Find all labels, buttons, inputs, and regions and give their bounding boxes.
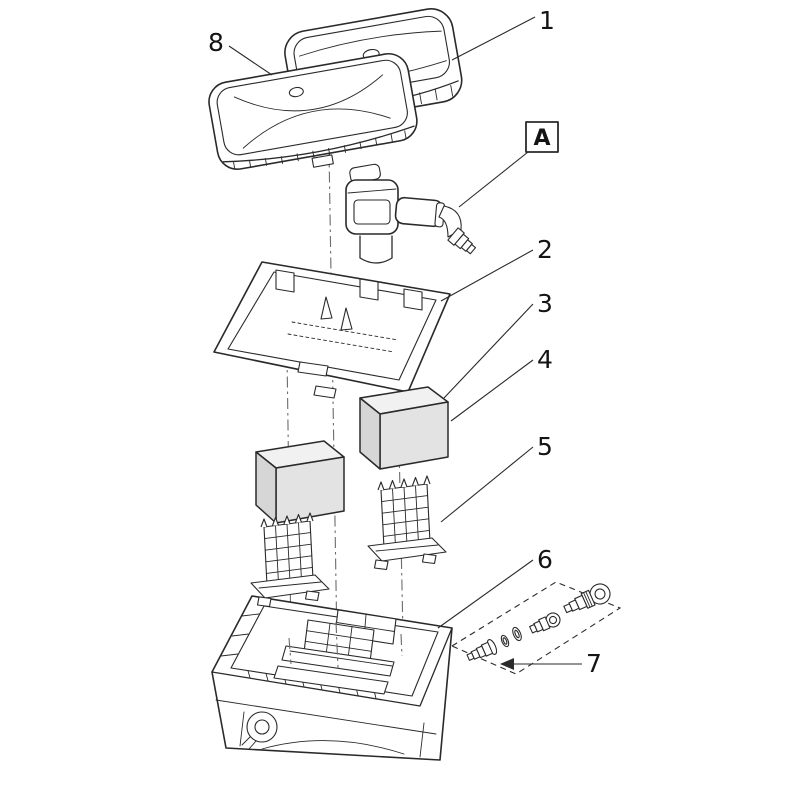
grid-foot	[373, 559, 389, 571]
grid-base-line	[258, 581, 322, 589]
callout-6: 6	[537, 545, 553, 574]
grid-foot	[421, 553, 437, 565]
tray-peg	[340, 307, 353, 331]
lid-vent-slot	[288, 86, 304, 98]
interior-rail	[273, 665, 389, 695]
center-line-middle	[328, 149, 338, 647]
part-lid	[208, 52, 418, 170]
grid-finials	[260, 512, 314, 528]
leader-line-4	[450, 359, 534, 422]
grid-foot	[304, 590, 320, 602]
drain-stub-lines	[241, 736, 257, 750]
center-line-right	[395, 299, 404, 636]
leader-line-2	[440, 249, 534, 302]
uv-elbow	[438, 205, 462, 238]
tray-handle-slot	[297, 361, 329, 377]
grid-bars	[275, 522, 302, 584]
callout-8: 8	[208, 28, 224, 57]
callout-A-box	[525, 121, 559, 153]
tray-post-box	[403, 288, 423, 311]
cover-ridge-line	[298, 30, 442, 57]
foam-front-face	[379, 401, 449, 470]
container-interior	[273, 609, 403, 695]
callout-A: A	[533, 126, 550, 151]
grid-finials	[377, 475, 431, 491]
leader-line-3	[443, 303, 534, 399]
leader-line-6	[437, 559, 534, 629]
part-uv-clarifier	[345, 163, 477, 264]
callout-7: 7	[586, 649, 602, 678]
grid-foot	[256, 596, 272, 608]
hose-tail-fitting	[466, 639, 498, 661]
fitting-set-dashed-box	[450, 581, 622, 675]
tray-floor-lines	[287, 321, 399, 353]
tray-post-box	[359, 278, 379, 301]
fitting-set	[450, 581, 622, 675]
callout-4: 4	[537, 345, 553, 374]
grid-rungs	[264, 532, 313, 574]
hose-fitting-large	[563, 583, 611, 614]
leader-line-8	[228, 45, 273, 76]
uv-head-panel	[353, 199, 391, 225]
filter-grid-left	[250, 512, 330, 608]
container-foot-arch	[261, 740, 405, 755]
grid-base	[250, 574, 330, 599]
callout-1: 1	[539, 6, 555, 35]
leader-line-5	[440, 446, 534, 523]
tray-peg	[320, 296, 333, 320]
filter-grid-right	[367, 475, 447, 571]
tray-front-tab	[313, 385, 337, 399]
uv-mount-clamp	[359, 235, 393, 264]
callout-2: 2	[537, 235, 553, 264]
foam-block-left	[255, 440, 345, 524]
lid-latch-tab	[311, 154, 334, 168]
foam-block-right	[359, 386, 449, 470]
foam-side-face	[359, 397, 381, 470]
drain-outlet-bore	[254, 719, 270, 735]
leader-line-A	[458, 151, 529, 208]
leader-lines	[228, 16, 536, 629]
grid-bars	[392, 485, 419, 547]
container-rim-ribs-left	[220, 613, 260, 657]
callout-7-arrowhead	[500, 658, 514, 670]
grid-base	[367, 537, 447, 562]
interior-rail-line	[289, 650, 393, 667]
tray-inner-rim	[227, 271, 437, 381]
lid-surface-curve	[242, 108, 391, 149]
uv-hose-tail	[447, 227, 477, 255]
tray-post-box	[275, 269, 295, 293]
container-rim-front-edge	[211, 627, 453, 707]
container-molding-line	[215, 699, 437, 735]
lid-rim-edge	[222, 125, 415, 163]
uv-head-seam	[347, 188, 397, 194]
container-leg-lines	[239, 711, 425, 758]
lid-surface-curve	[233, 74, 384, 112]
hose-fitting-medium	[529, 612, 561, 634]
uv-body-tube	[394, 196, 446, 228]
leader-line-1	[451, 16, 536, 61]
grid-rungs	[381, 495, 430, 537]
part-container	[211, 595, 453, 761]
o-ring	[512, 626, 522, 642]
lid-rim-ribs	[233, 130, 407, 170]
interior-lattice-lines	[304, 622, 374, 660]
grid-base-line	[375, 544, 439, 552]
callout-5: 5	[537, 432, 553, 461]
callout-labels: 1 8 A 2 3 4 5 6 7	[208, 6, 602, 678]
callout-3: 3	[537, 289, 553, 318]
interior-center-dashes	[288, 621, 403, 669]
part-inner-tray	[213, 261, 451, 399]
o-ring-small	[500, 634, 510, 648]
